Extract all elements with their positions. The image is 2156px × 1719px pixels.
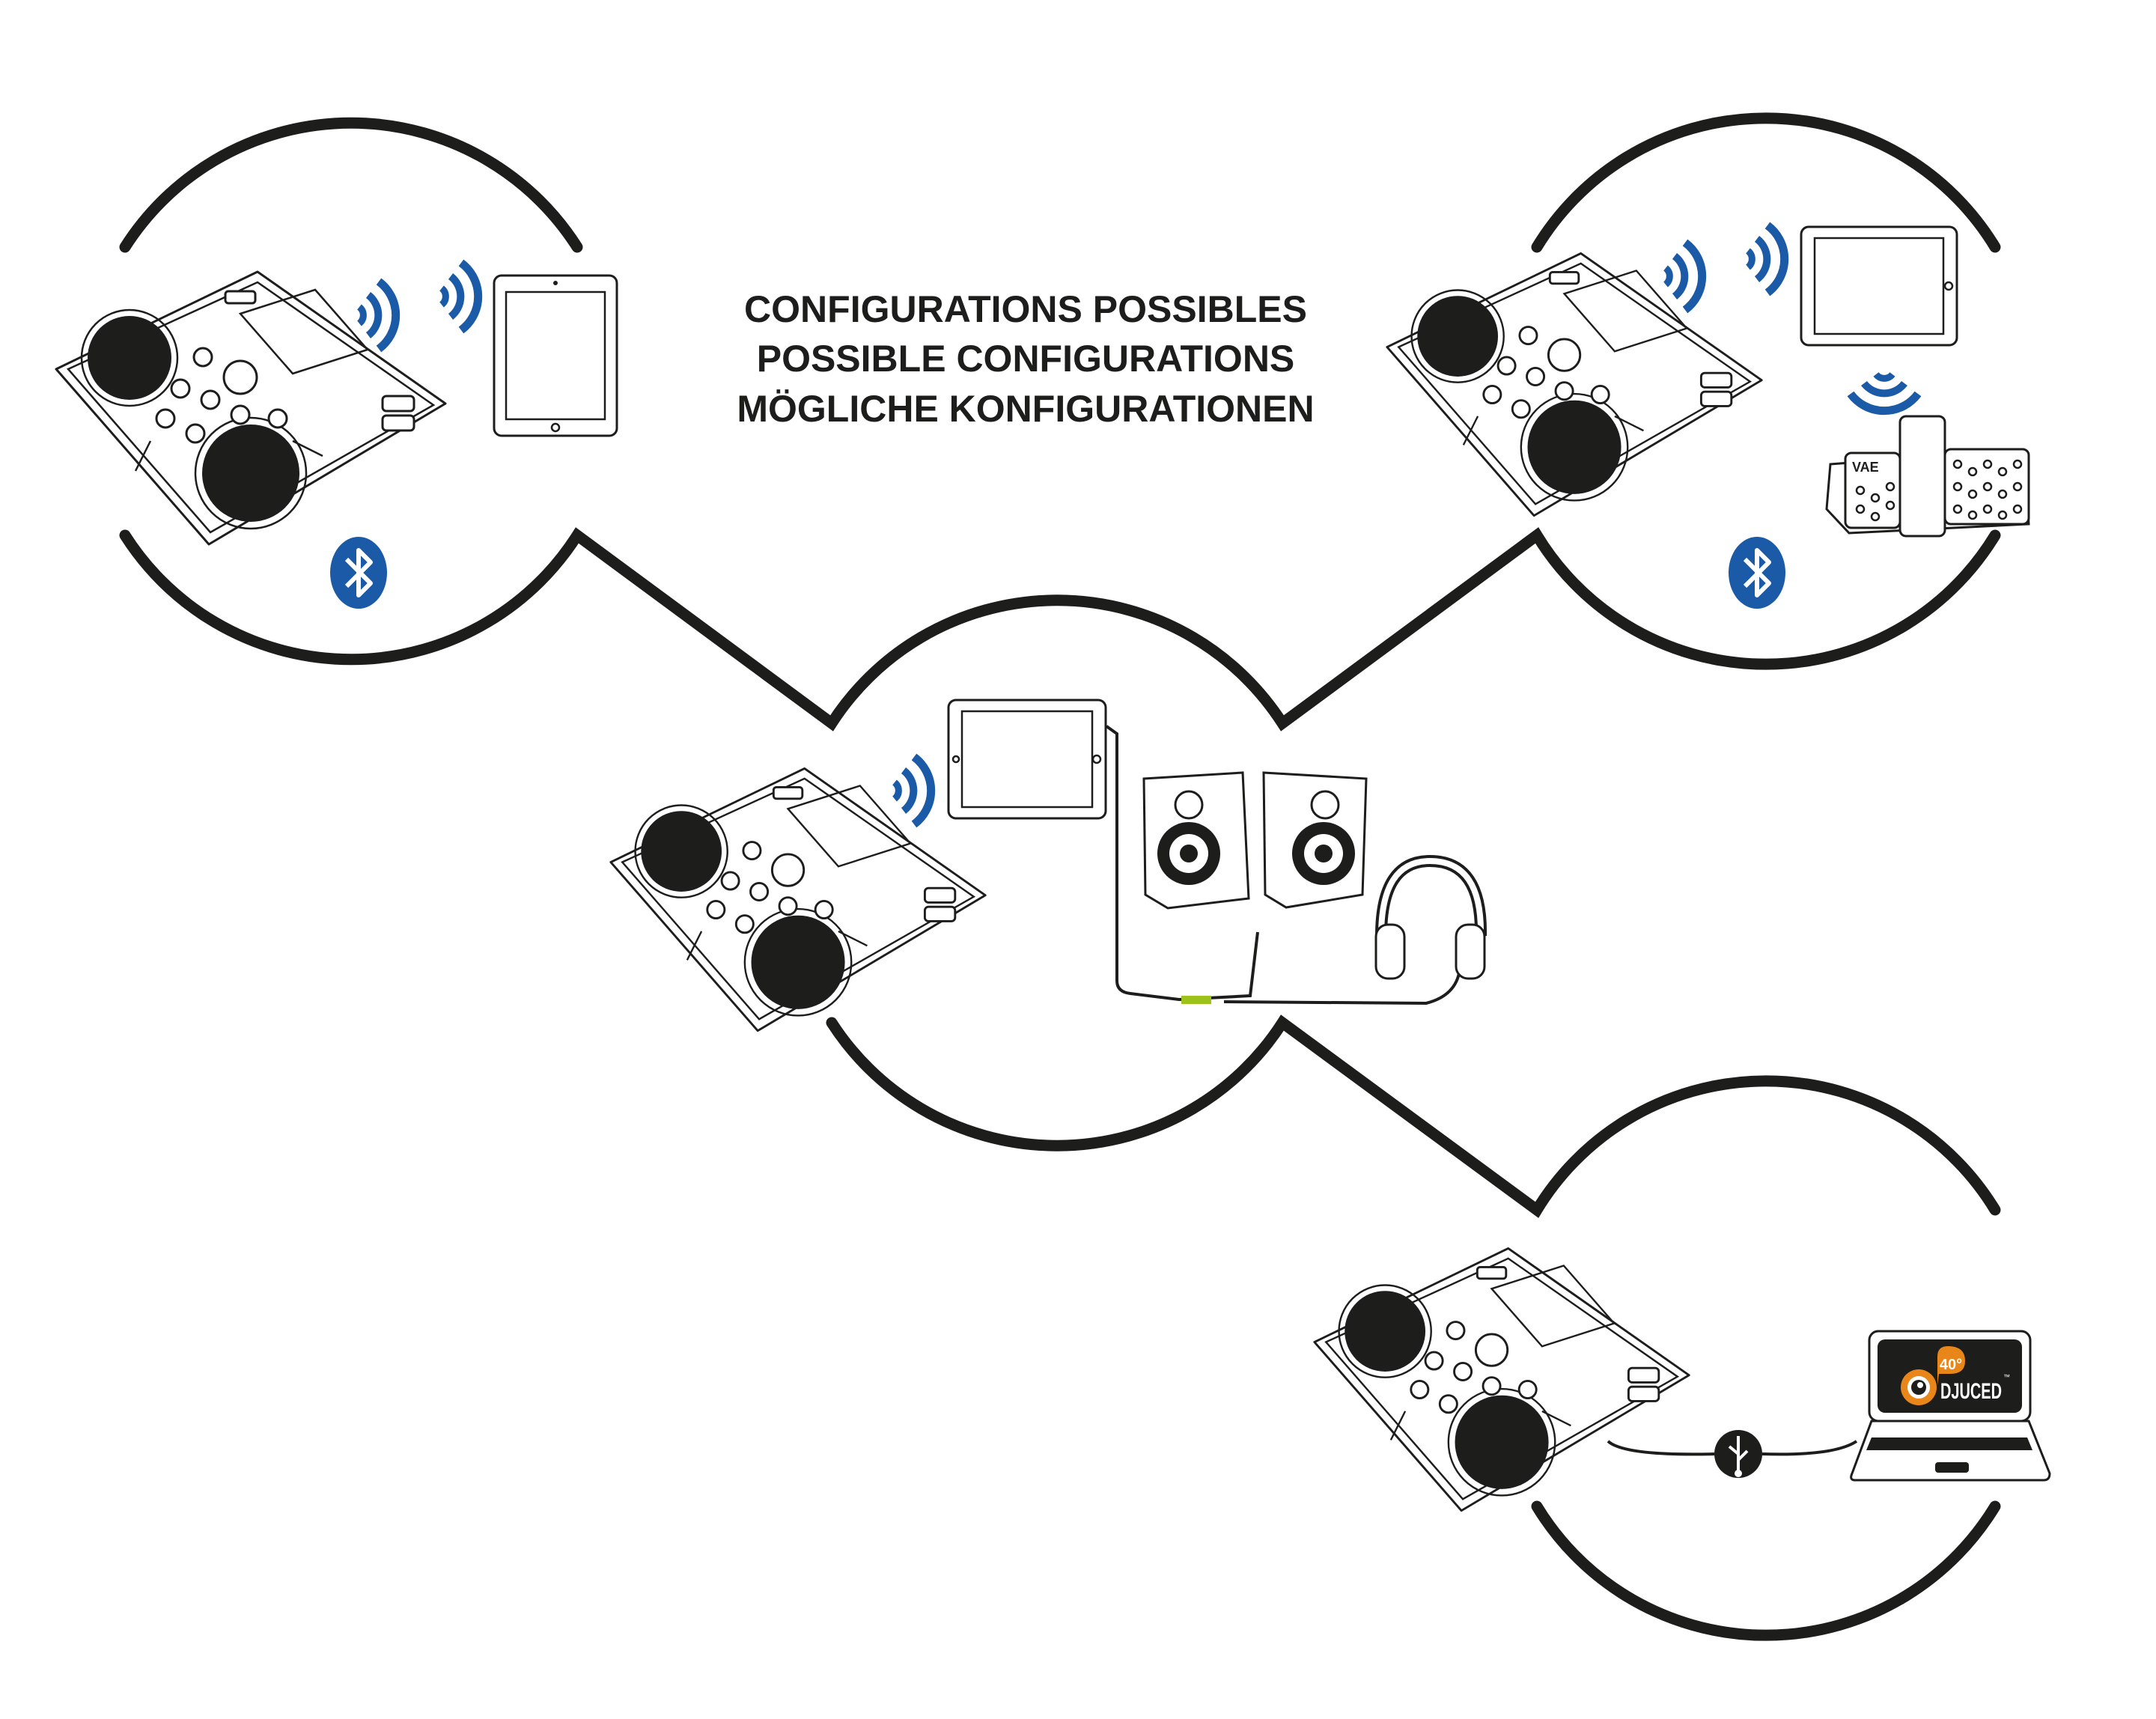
cable-connector [1181, 996, 1211, 1004]
speaker-right [1262, 771, 1368, 909]
djuced-logo: 40° DJUCED ™ [1901, 1346, 2010, 1405]
bluetooth-speaker: VAE [1825, 415, 2030, 538]
trademark-text: ™ [2003, 1373, 2010, 1381]
dj-controller [1386, 252, 1763, 517]
wireless-icon-down [1851, 374, 1918, 411]
frame-lines [119, 112, 2001, 1641]
dj-controller [1313, 1247, 1690, 1512]
djuced-badge-text: 40° [1940, 1357, 1962, 1373]
speaker-left [1142, 771, 1250, 910]
config-controller-laptop-usb: 40° DJUCED ™ [1313, 1247, 2051, 1512]
zigzag-top-line [119, 527, 2001, 731]
audio-cable-headphones [1223, 969, 1461, 1005]
title-line-en: POSSIBLE CONFIGURATIONS [757, 338, 1295, 380]
bluetooth-icon [1729, 537, 1785, 609]
config-controller-tablet-bluetooth-speaker: VAE [1386, 225, 2030, 609]
tablet [493, 274, 618, 437]
arc-top-right-upper [1531, 112, 2001, 253]
title-line-de: MÖGLICHE KONFIGURATIONEN [737, 388, 1314, 430]
laptop: 40° DJUCED ™ [1850, 1330, 2051, 1482]
arc-top-left-upper [119, 117, 583, 253]
tablet [947, 699, 1107, 820]
title-line-fr: CONFIGURATIONS POSSIBLES [744, 288, 1307, 330]
zigzag-bottom-line [826, 1014, 2001, 1218]
usb-icon [1714, 1430, 1762, 1478]
usb-cable [1607, 1440, 1858, 1456]
wireless-icon [1748, 225, 1785, 293]
bluetooth-icon [330, 537, 387, 609]
djuced-name-text: DJUCED [1940, 1379, 2002, 1404]
arc-bottom-right-lower [1531, 1500, 2001, 1641]
wireless-icon [442, 263, 478, 330]
wireless-icon [1666, 243, 1702, 310]
title-block: CONFIGURATIONS POSSIBLES POSSIBLE CONFIG… [737, 288, 1314, 430]
tablet [1800, 225, 1958, 347]
audio-cable [1105, 725, 1259, 1002]
speaker-brand-logo: VAE [1852, 460, 1879, 475]
config-controller-tablet-speakers-headphones [609, 699, 1487, 1032]
wireless-icon [895, 757, 931, 824]
wireless-icon [359, 282, 396, 349]
dj-controller [55, 270, 447, 546]
config-controller-tablet-bluetooth [55, 263, 618, 609]
headphones [1374, 854, 1487, 980]
